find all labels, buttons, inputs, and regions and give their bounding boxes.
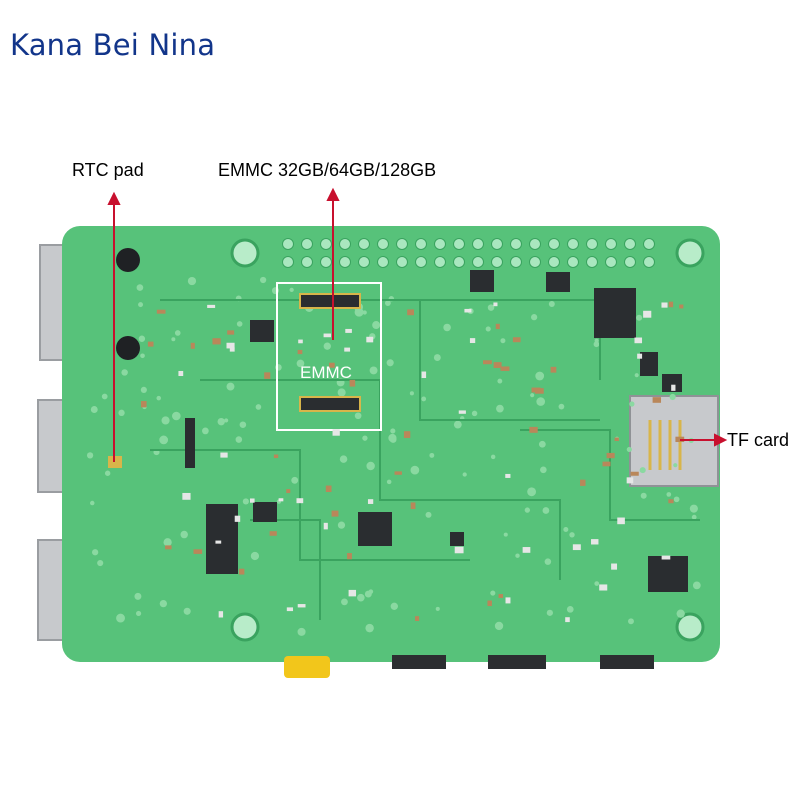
rtc-pad-callout: RTC pad	[72, 160, 144, 180]
emmc-connector-bottom	[299, 396, 361, 412]
emmc-connector-top	[299, 293, 361, 309]
emmc-outline	[276, 282, 382, 431]
yellow-connector	[284, 656, 330, 678]
emmc-chip-label: EMMC	[300, 363, 352, 382]
product-brand-watermark: Kana Bei Nina	[10, 28, 216, 62]
tf-card-callout: TF card	[727, 430, 790, 450]
emmc-callout: EMMC 32GB/64GB/128GB	[218, 160, 437, 180]
gpio-header	[282, 238, 655, 268]
